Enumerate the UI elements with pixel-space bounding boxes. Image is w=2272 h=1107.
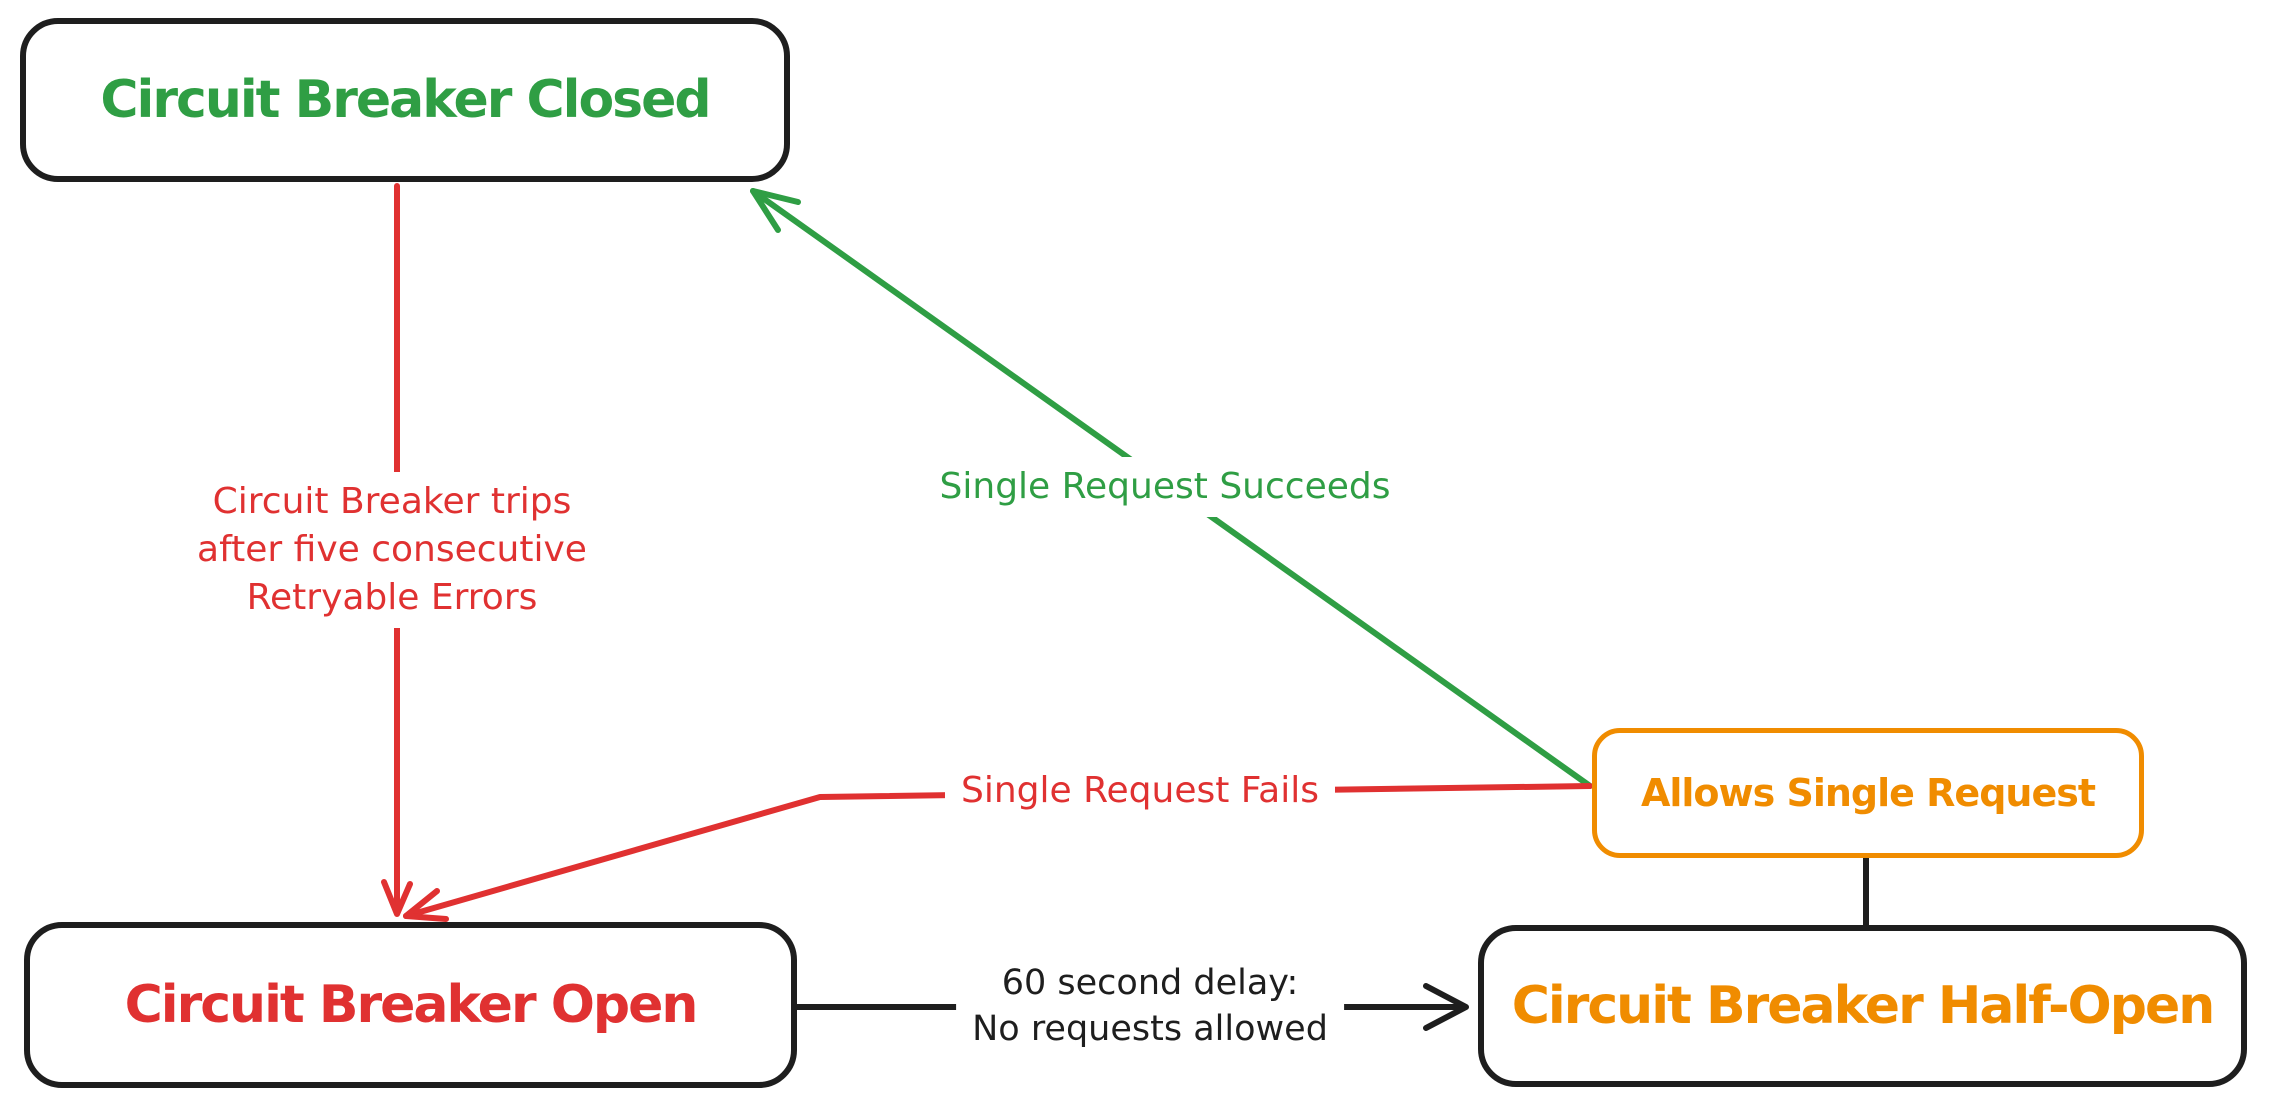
delay-edge-label-line2: No requests allowed (972, 1009, 1328, 1049)
fails-edge-label-text: Single Request Fails (960, 770, 1320, 811)
succeeds-arrowhead-icon (750, 188, 801, 233)
succeeds-edge-label-text: Single Request Succeeds (939, 466, 1391, 507)
node-half-open-label: Circuit Breaker Half-Open (1511, 976, 2216, 1036)
succeeds-edge-label: Single Request Succeeds (923, 457, 1407, 517)
trips-edge-label-line1: Circuit Breaker trips (212, 481, 572, 522)
node-allows-label: Allows Single Request (1640, 771, 2096, 815)
trips-edge-label: Circuit Breaker trips after five consecu… (181, 472, 603, 628)
fails-edge-label: Single Request Fails (944, 761, 1336, 821)
trips-edge-label-line2: after five consecutive (197, 529, 587, 570)
delay-edge-label-line1: 60 second delay: (1001, 963, 1299, 1003)
node-open-label: Circuit Breaker Open (124, 975, 699, 1035)
node-circuit-breaker-half-open: Circuit Breaker Half-Open (1478, 925, 2247, 1087)
delay-arrowhead-icon (1423, 983, 1469, 1031)
node-circuit-breaker-open: Circuit Breaker Open (24, 922, 797, 1088)
trips-edge-label-line3: Retryable Errors (246, 577, 538, 618)
node-circuit-breaker-closed: Circuit Breaker Closed (20, 18, 790, 182)
node-allows-single-request: Allows Single Request (1592, 728, 2144, 858)
fails-arrowhead-icon (403, 888, 449, 922)
node-closed-label: Circuit Breaker Closed (100, 70, 711, 130)
trips-arrowhead-icon (381, 879, 413, 917)
delay-edge-label: 60 second delay: No requests allowed (956, 954, 1344, 1058)
